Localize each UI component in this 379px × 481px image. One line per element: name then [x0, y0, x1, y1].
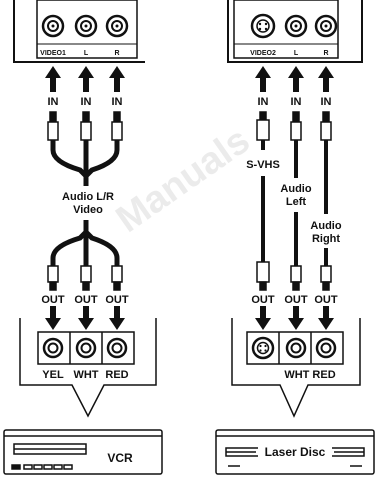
- audio-left-cable: [290, 111, 302, 291]
- audio-right-label-line1: Audio: [310, 220, 341, 232]
- left-source-jack-yel[interactable]: [42, 337, 64, 359]
- right-tv-label-r: R: [323, 50, 328, 57]
- left-out-label-1: OUT: [41, 294, 65, 306]
- vcr-device: [3, 429, 163, 475]
- right-tv-jack-l[interactable]: [284, 14, 308, 38]
- laser-disc-label: Laser Disc: [265, 445, 326, 459]
- left-in-arrows: [45, 66, 125, 92]
- left-tv-panel: [13, 0, 145, 63]
- right-source-jack-svhs[interactable]: [251, 336, 275, 360]
- right-tv-jack-video2[interactable]: [250, 13, 276, 39]
- left-cable-label-line2: Video: [73, 204, 103, 216]
- right-tv-panel: [227, 0, 363, 63]
- right-source-jack-wht[interactable]: [285, 337, 307, 359]
- audio-right-label-line2: Right: [312, 233, 340, 245]
- right-in-label-2: IN: [291, 96, 302, 108]
- right-out-label-1: OUT: [251, 294, 275, 306]
- watermark: Manuals: [109, 119, 258, 241]
- left-tv-label-video1: VIDEO1: [40, 50, 66, 57]
- left-source-jack-wht[interactable]: [75, 337, 97, 359]
- right-source-callout: [231, 318, 361, 418]
- right-in-arrows: [255, 66, 334, 92]
- right-source-jack-red[interactable]: [315, 337, 337, 359]
- left-cable-bundle-top: [50, 140, 120, 186]
- left-top-rca-plugs: [47, 111, 123, 141]
- left-tv-label-l: L: [84, 50, 89, 57]
- svhs-cable: [256, 111, 270, 291]
- laser-disc-device: [215, 429, 375, 475]
- left-source-label-wht: WHT: [73, 369, 98, 381]
- left-source-jack-red[interactable]: [106, 337, 128, 359]
- left-tv-label-r: R: [114, 50, 119, 57]
- svhs-label: S-VHS: [246, 159, 280, 171]
- left-tv-jack-video1[interactable]: [41, 14, 65, 38]
- left-cable-bundle-bottom: [50, 220, 120, 266]
- left-out-label-2: OUT: [74, 294, 98, 306]
- left-in-label-1: IN: [48, 96, 59, 108]
- left-source-callout: [19, 318, 157, 418]
- vcr-label: VCR: [107, 451, 133, 465]
- left-bottom-rca-plugs: [47, 265, 123, 291]
- right-tv-jack-r[interactable]: [314, 14, 338, 38]
- left-cable-label-line1: Audio L/R: [62, 191, 114, 203]
- right-out-label-3: OUT: [314, 294, 338, 306]
- right-tv-label-video2: VIDEO2: [250, 50, 276, 57]
- left-in-label-2: IN: [81, 96, 92, 108]
- right-out-arrows: [255, 306, 334, 330]
- left-tv-jack-l[interactable]: [74, 14, 98, 38]
- audio-left-label-line2: Left: [286, 196, 307, 208]
- left-source-label-red: RED: [105, 369, 128, 381]
- right-in-label-3: IN: [321, 96, 332, 108]
- left-source-label-yel: YEL: [42, 369, 64, 381]
- laser-disc-label-bg: [258, 444, 332, 460]
- left-in-label-3: IN: [112, 96, 123, 108]
- audio-left-label-line1: Audio: [280, 183, 311, 195]
- right-source-label: WHT RED: [284, 369, 335, 381]
- audio-right-cable: [320, 111, 332, 291]
- right-in-label-1: IN: [258, 96, 269, 108]
- left-out-label-3: OUT: [105, 294, 129, 306]
- left-out-arrows: [45, 306, 125, 330]
- right-out-label-2: OUT: [284, 294, 308, 306]
- left-tv-jack-r[interactable]: [105, 14, 129, 38]
- right-tv-label-l: L: [294, 50, 299, 57]
